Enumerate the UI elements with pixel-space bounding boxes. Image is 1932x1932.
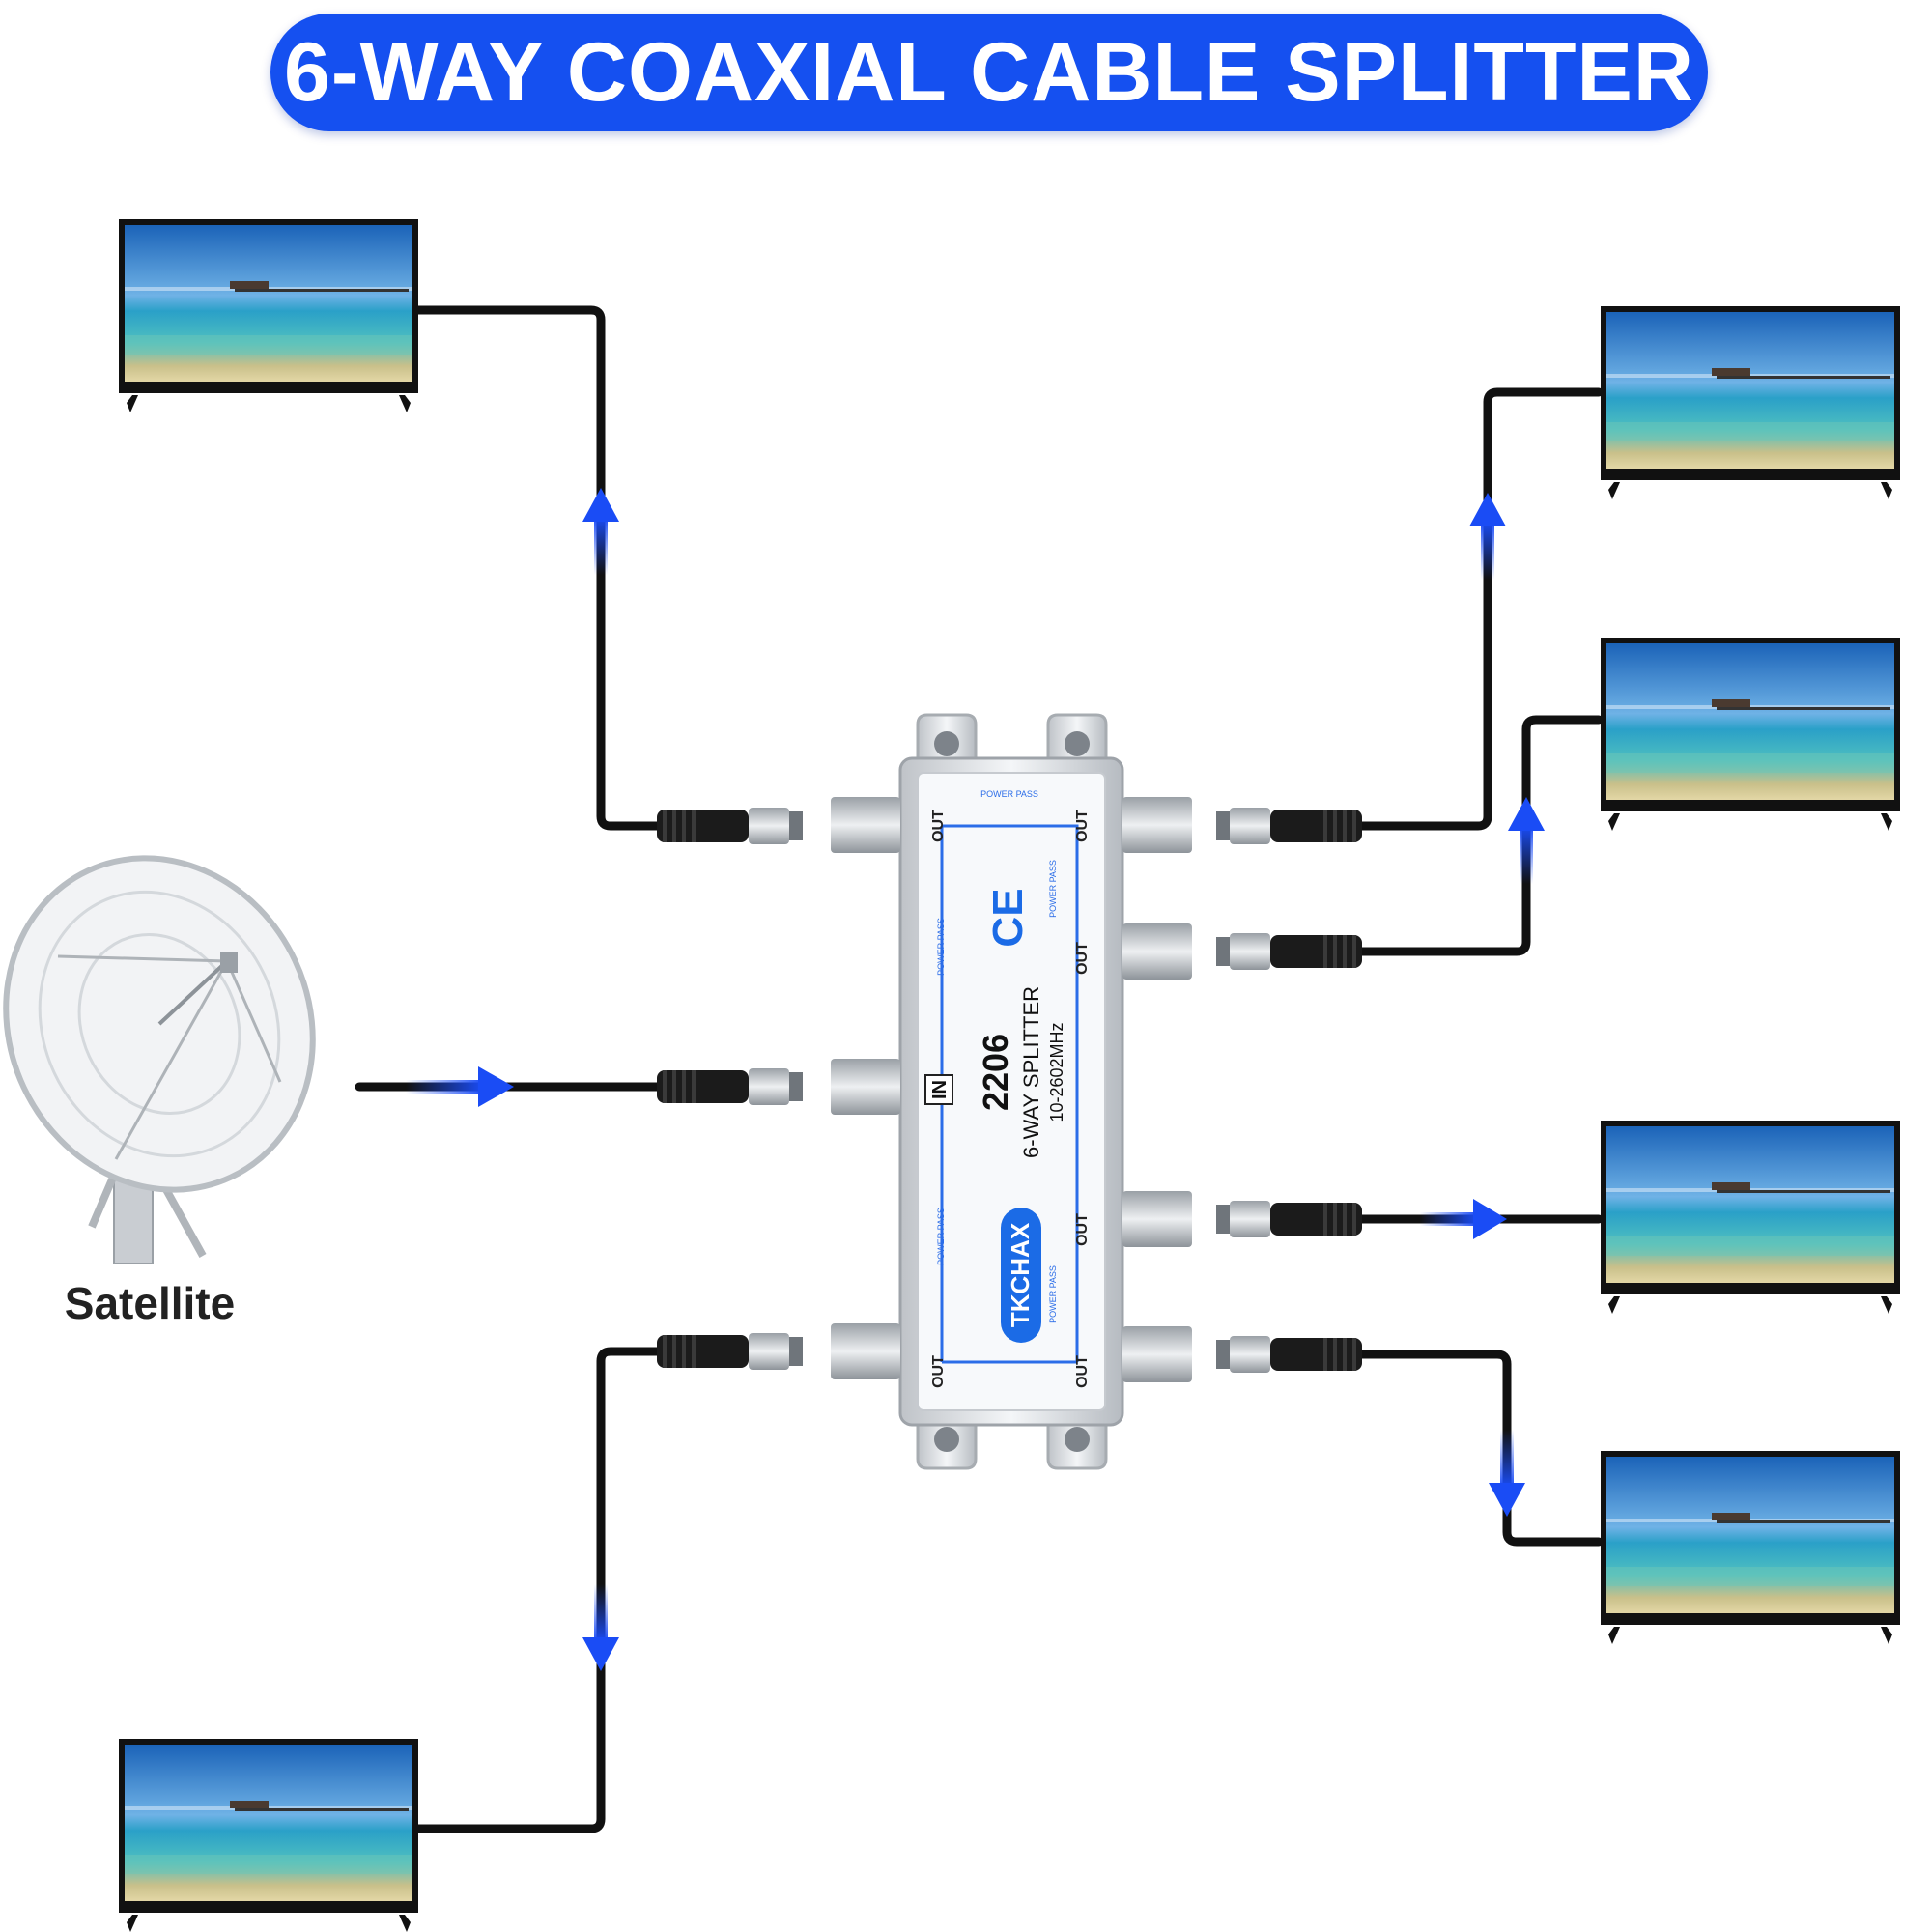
label-in: IN — [929, 1080, 951, 1099]
connector-right-1 — [1216, 808, 1362, 844]
port-out-left-top — [831, 797, 900, 853]
arrow-up-left-top — [582, 488, 619, 575]
mounting-hole — [1065, 1427, 1090, 1452]
arrow-down-right-4 — [1489, 1430, 1525, 1517]
arrow-up-right-1 — [1469, 493, 1506, 580]
arrow-up-right-2 — [1508, 797, 1545, 884]
tv-right-2 — [1601, 638, 1900, 831]
port-out-right-1 — [1122, 797, 1192, 853]
brand-logo: TKCHAX — [1006, 1222, 1035, 1327]
satellite-dish-icon — [3, 855, 316, 1264]
label-out: OUT — [1074, 942, 1091, 975]
label-power-pass: POWER PASS — [936, 918, 946, 976]
label-power-pass: POWER PASS — [1048, 1265, 1058, 1323]
page-title: 6-WAY COAXIAL CABLE SPLITTER — [284, 26, 1694, 119]
satellite-label: Satellite — [64, 1278, 236, 1328]
connector-left-top — [657, 808, 803, 844]
cable-tv-right-4 — [1357, 1350, 1604, 1547]
port-out-left-bottom — [831, 1323, 900, 1379]
arrow-down-left-bottom — [582, 1584, 619, 1671]
splitter-device — [831, 713, 1192, 1470]
tv-screen-image — [1601, 306, 1900, 499]
connector-right-2 — [1216, 933, 1362, 970]
tv-right-4 — [1601, 1451, 1900, 1644]
connector-right-4 — [1216, 1336, 1362, 1373]
label-power-pass: POWER PASS — [980, 789, 1038, 799]
mounting-hole — [1065, 731, 1090, 756]
port-out-right-2 — [1122, 923, 1192, 980]
tv-screen-image — [1601, 1121, 1900, 1314]
tv-screen-image — [119, 219, 418, 412]
signal-arrows — [406, 488, 1545, 1671]
cable-tv-right-1 — [1357, 387, 1604, 831]
mounting-hole — [934, 1427, 959, 1452]
label-out: OUT — [1074, 1213, 1091, 1246]
tv-left-bottom — [119, 1739, 418, 1932]
label-out: OUT — [930, 810, 947, 842]
cable-tv-left-bottom — [411, 1347, 662, 1833]
label-out: OUT — [930, 1355, 947, 1388]
tv-screen-image — [1601, 1451, 1900, 1644]
splitter-type: 6-WAY SPLITTER — [1019, 986, 1043, 1158]
tv-left-top — [119, 219, 418, 412]
port-out-right-3 — [1122, 1191, 1192, 1247]
splitter-labels: OUT OUT OUT OUT OUT OUT IN POWER PASS PO… — [924, 789, 1091, 1388]
tv-screen-image — [1601, 638, 1900, 831]
label-out: OUT — [1074, 1355, 1091, 1388]
tv-right-3 — [1601, 1121, 1900, 1314]
connector-left-bottom — [657, 1333, 803, 1370]
port-out-right-4 — [1122, 1326, 1192, 1382]
label-power-pass: POWER PASS — [936, 1208, 946, 1265]
frequency-range: 10-2602MHz — [1047, 1022, 1066, 1122]
port-in — [831, 1059, 900, 1115]
label-power-pass: POWER PASS — [1048, 860, 1058, 918]
connector-right-3 — [1216, 1201, 1362, 1237]
tv-screen-image — [119, 1739, 418, 1932]
cable-tv-left-top — [411, 305, 662, 831]
label-out: OUT — [1074, 810, 1091, 842]
arrow-right-right-3 — [1420, 1199, 1507, 1239]
tv-right-1 — [1601, 306, 1900, 499]
arrow-right-input — [406, 1066, 514, 1107]
connector-in — [657, 1068, 803, 1105]
mounting-hole — [934, 731, 959, 756]
ce-mark: CE — [984, 888, 1032, 947]
title-banner — [270, 14, 1708, 131]
cable-tv-right-2 — [1357, 715, 1604, 956]
model-number: 2206 — [976, 1034, 1015, 1111]
